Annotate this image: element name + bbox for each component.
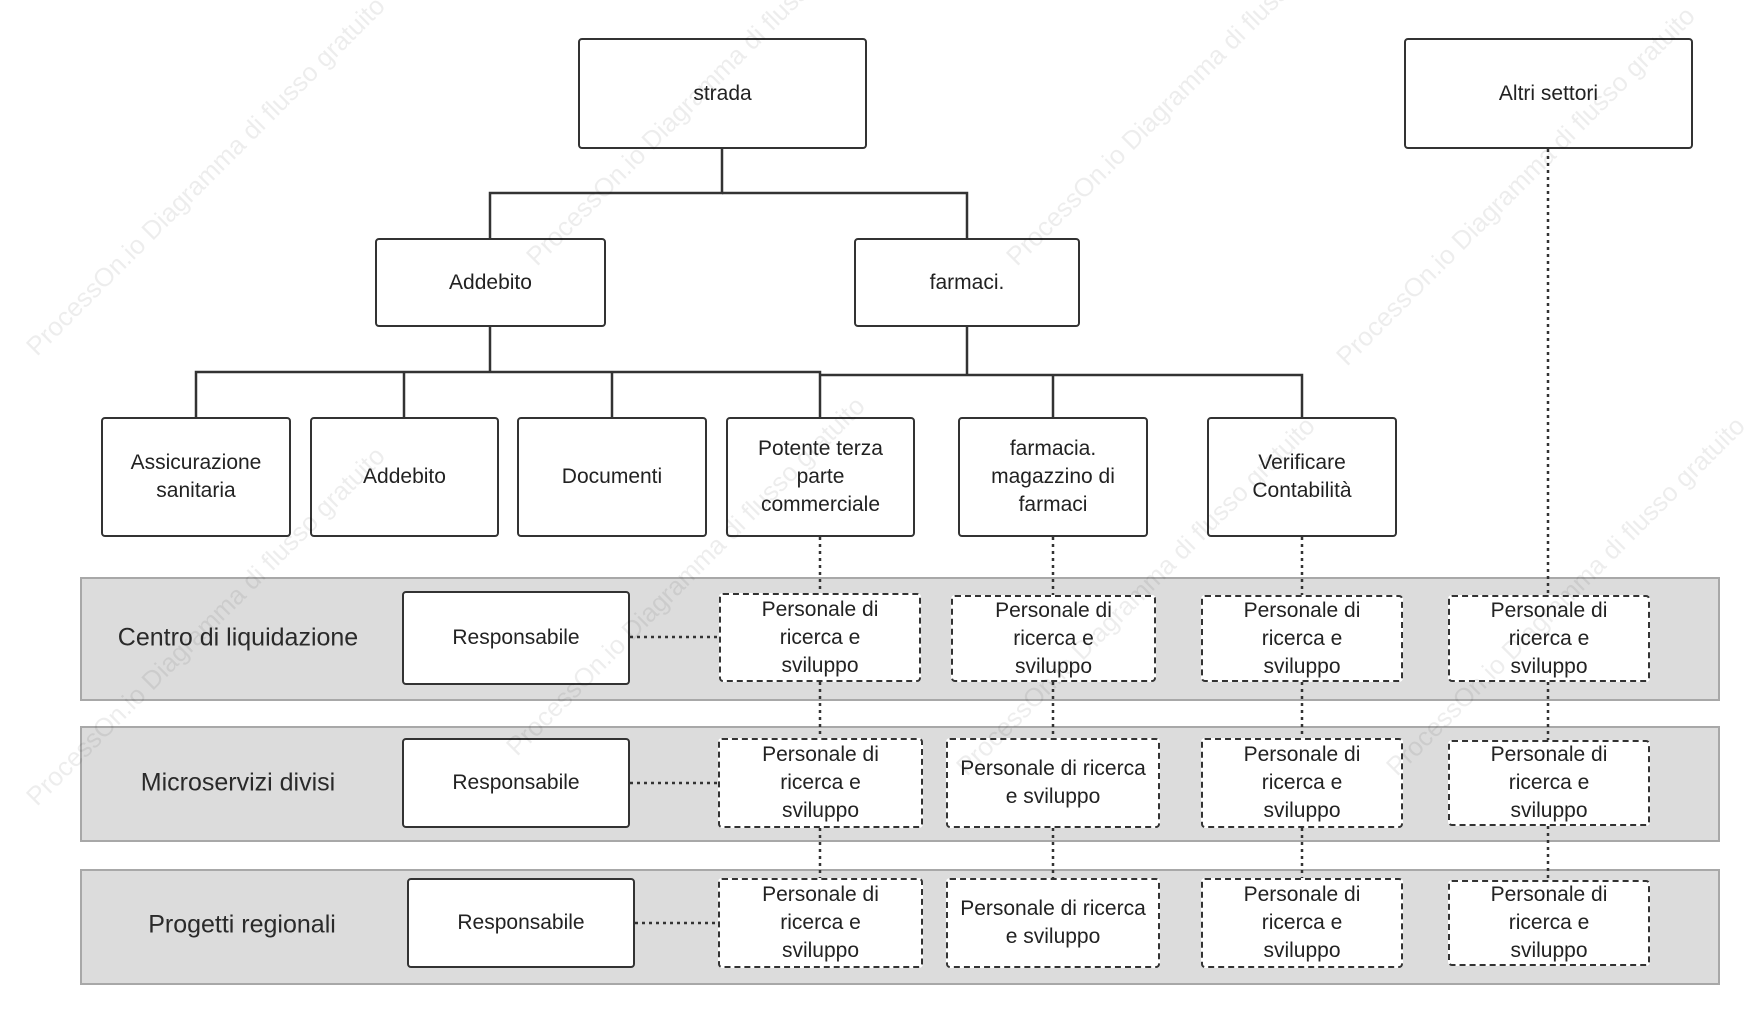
node-farmacia-magazzino: farmacia. magazzino di farmaci: [958, 417, 1148, 537]
staff-progetti-potente: Personale di ricerca e sviluppo: [718, 878, 923, 968]
node-responsabile-microservizi: Responsabile: [402, 738, 630, 828]
edge-strada-farmaci: [722, 191, 969, 238]
staff-micro-altri: Personale di ricerca e sviluppo: [1448, 740, 1650, 826]
solid-connectors: [194, 149, 1304, 417]
node-responsabile-progetti: Responsabile: [407, 878, 635, 968]
node-verificare-contabilita: Verificare Contabilità: [1207, 417, 1397, 537]
band-label-progetti: Progetti regionali: [148, 910, 336, 939]
node-potente-terza-parte: Potente terza parte commerciale: [726, 417, 915, 537]
staff-centro-altri: Personale di ricerca e sviluppo: [1448, 595, 1650, 682]
node-altri-settori: Altri settori: [1404, 38, 1693, 149]
staff-centro-verificare: Personale di ricerca e sviluppo: [1201, 595, 1403, 682]
node-farmaci: farmaci.: [854, 238, 1080, 327]
staff-progetti-farmacia: Personale di ricerca e sviluppo: [946, 878, 1160, 968]
staff-micro-potente: Personale di ricerca e sviluppo: [718, 738, 923, 828]
node-assicurazione-sanitaria: Assicurazione sanitaria: [101, 417, 291, 537]
staff-micro-verificare: Personale di ricerca e sviluppo: [1201, 738, 1403, 828]
edge-strada-addebito: [488, 149, 724, 238]
node-addebito-leaf: Addebito: [310, 417, 499, 537]
staff-micro-farmacia: Personale di ricerca e sviluppo: [946, 738, 1160, 828]
band-label-centro: Centro di liquidazione: [117, 623, 359, 652]
edge-addebito-leaves: [194, 370, 822, 417]
node-strada: strada: [578, 38, 867, 149]
staff-progetti-verificare: Personale di ricerca e sviluppo: [1201, 878, 1403, 968]
node-addebito: Addebito: [375, 238, 606, 327]
edge-farmaci-leaves: [820, 373, 1304, 417]
dotted-connectors: [630, 149, 1550, 925]
node-documenti: Documenti: [517, 417, 707, 537]
staff-progetti-altri: Personale di ricerca e sviluppo: [1448, 880, 1650, 966]
node-responsabile-centro: Responsabile: [402, 591, 630, 685]
staff-centro-farmacia: Personale di ricerca e sviluppo: [951, 595, 1156, 682]
band-label-microservizi: Microservizi divisi: [140, 768, 336, 797]
staff-centro-potente: Personale di ricerca e sviluppo: [719, 593, 921, 682]
